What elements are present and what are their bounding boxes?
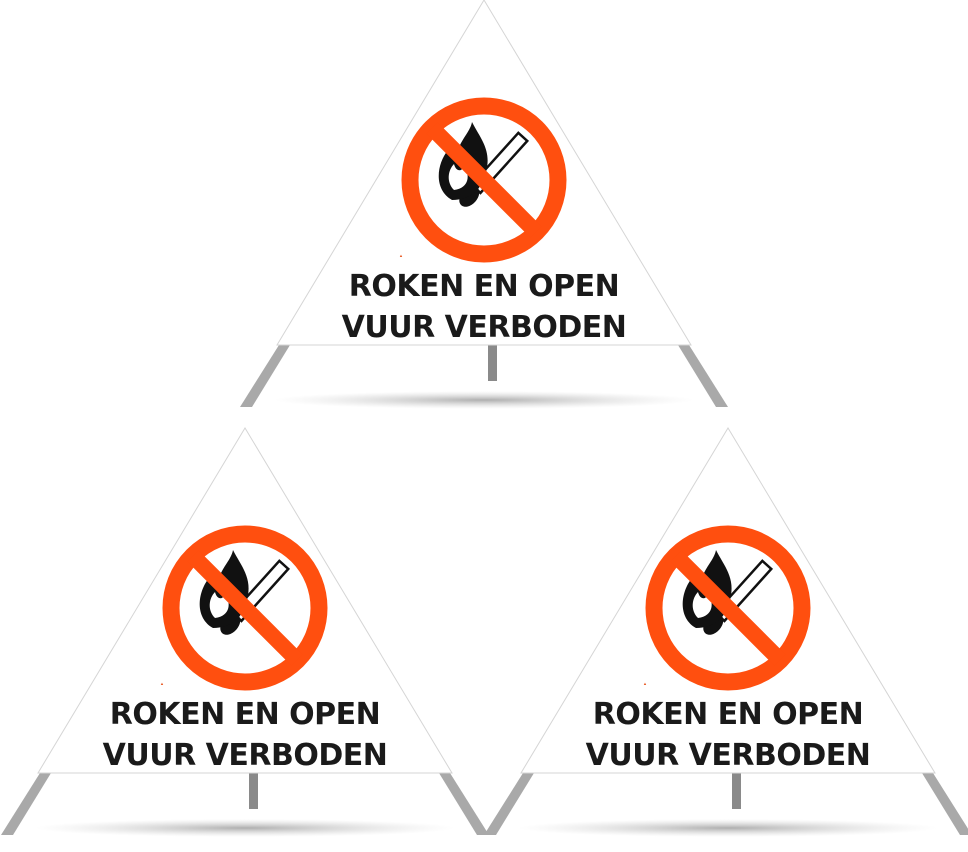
sign-bottom-right: ▲ ROKEN EN OPEN VUUR VERBODEN bbox=[484, 428, 968, 837]
brand-logo: ▲ bbox=[399, 253, 403, 258]
sign-text-line1: ROKEN EN OPEN bbox=[349, 269, 620, 304]
sign-text-line1: ROKEN EN OPEN bbox=[593, 697, 864, 732]
sign-text-line2: VUUR VERBODEN bbox=[586, 738, 871, 773]
sign-top: ▲ ROKEN EN OPEN VUUR VERBODEN bbox=[240, 0, 728, 409]
sign-text-line1: ROKEN EN OPEN bbox=[110, 697, 381, 732]
sign-bottom-left: ▲ ROKEN EN OPEN VUUR VERBODEN bbox=[1, 428, 489, 837]
sign-text-line2: VUUR VERBODEN bbox=[342, 310, 627, 345]
brand-logo: ▲ bbox=[643, 681, 647, 686]
sign-text-line2: VUUR VERBODEN bbox=[103, 738, 388, 773]
brand-logo: ▲ bbox=[160, 681, 164, 686]
